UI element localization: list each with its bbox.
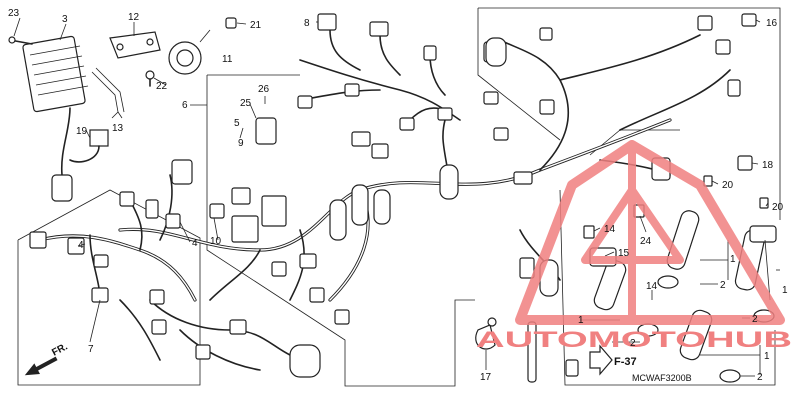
callout-7: 7 <box>88 344 94 355</box>
callout-18: 18 <box>762 160 774 171</box>
callout-19: 19 <box>76 126 88 137</box>
reference-f37: F-37 <box>614 356 637 368</box>
clamp-17-and-bolt <box>475 317 579 383</box>
callout-10: 10 <box>210 236 222 247</box>
callout-2-b: 2 <box>752 314 758 325</box>
callout-20-upper: 20 <box>722 180 734 191</box>
callout-21: 21 <box>250 20 262 31</box>
watermark-logo <box>515 140 785 325</box>
callout-2-c: 2 <box>630 338 636 349</box>
callout-9: 9 <box>238 138 244 149</box>
nut-21 <box>225 17 237 29</box>
callout-13: 13 <box>112 123 124 134</box>
callout-14-lower: 14 <box>646 281 658 292</box>
callout-4-left: 4 <box>78 240 84 251</box>
callout-4-right: 4 <box>192 238 198 249</box>
relays-and-fuses <box>329 37 559 297</box>
callout-11: 11 <box>222 54 233 65</box>
callout-3: 3 <box>62 14 68 25</box>
callout-25: 25 <box>240 98 252 109</box>
regulator-rectifier <box>22 35 109 202</box>
front-label: FR. <box>50 341 70 358</box>
ref-arrow-group <box>589 344 613 376</box>
drawing-code: MCWAF3200B <box>632 373 692 383</box>
callout-1-a: 1 <box>730 254 736 265</box>
harness-connectors <box>209 13 741 325</box>
callout-1-d: 1 <box>764 351 770 362</box>
callout-2-d: 2 <box>757 372 763 383</box>
callout-1-c: 1 <box>578 315 584 326</box>
callout-17: 17 <box>480 372 492 383</box>
callout-24: 24 <box>640 236 652 247</box>
callout-23: 23 <box>8 8 20 19</box>
bracket-12 <box>109 31 161 59</box>
watermark-text: AUTOMOTOHUB <box>476 327 792 352</box>
horn-11 <box>168 29 211 75</box>
callout-2-a: 2 <box>720 280 726 291</box>
callout-labels: 23 3 12 21 16 8 11 22 19 13 6 26 25 5 9 … <box>8 8 788 383</box>
callout-5: 5 <box>234 118 240 129</box>
callout-14-upper: 14 <box>604 224 616 235</box>
callout-16: 16 <box>766 18 778 29</box>
bracket-13 <box>91 67 125 119</box>
callout-22: 22 <box>156 81 168 92</box>
callout-8: 8 <box>304 18 310 29</box>
callout-20-lower: 20 <box>772 202 784 213</box>
assembly-frames <box>17 7 781 387</box>
callout-1-b: 1 <box>782 285 788 296</box>
sub-harness-7 <box>29 159 321 378</box>
screw-22 <box>145 70 155 87</box>
callout-26: 26 <box>258 84 270 95</box>
callout-15: 15 <box>618 248 630 259</box>
bolt-23 <box>8 36 33 45</box>
callout-6: 6 <box>182 100 188 111</box>
front-arrow-icon <box>24 356 58 376</box>
callout-12: 12 <box>128 12 140 23</box>
